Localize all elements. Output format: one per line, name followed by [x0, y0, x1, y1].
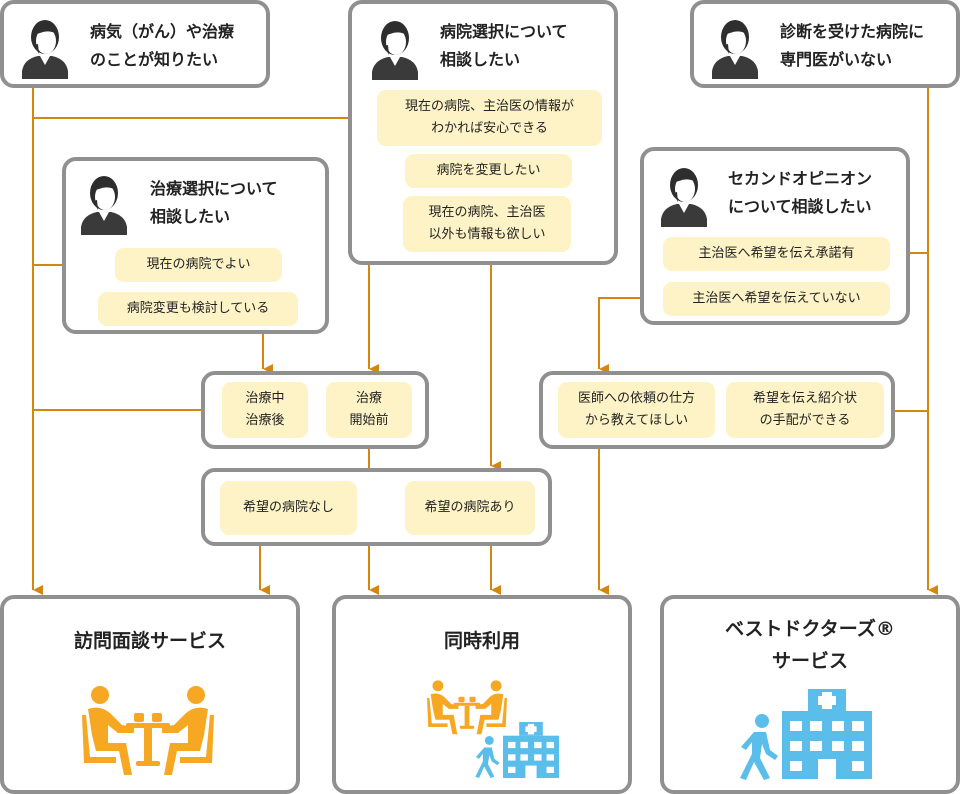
person-icon — [22, 20, 68, 79]
person-icon — [661, 168, 707, 227]
walking-person-icon — [475, 736, 500, 778]
option-know-info: 現在の病院、主治医の情報が わかれば安心できる — [377, 90, 602, 146]
option-current-ok: 現在の病院でよい — [115, 248, 282, 282]
option-referral-ready: 希望を伝え紹介状 の手配ができる — [726, 382, 884, 438]
question-treatment-text: 治療選択について 相談したい — [150, 179, 278, 226]
hospital-icon — [782, 689, 872, 779]
option-not-told: 主治医へ希望を伝えていない — [663, 282, 890, 316]
option-change-hospital: 病院を変更したい — [405, 154, 572, 188]
result-combined-box: 同時利用 — [332, 595, 632, 794]
question-no-specialist-text: 診断を受けた病院に 専門医がいない — [780, 22, 925, 69]
question-second-opinion-text: セカンドオピニオン について相談したい — [728, 169, 873, 216]
person-icon — [81, 176, 127, 235]
meeting-icon — [427, 680, 507, 735]
walking-person-icon — [740, 714, 778, 780]
question-hospital-text: 病院選択について 相談したい — [440, 22, 568, 69]
option-during-after: 治療中 治療後 — [222, 382, 308, 438]
option-no-hospital: 希望の病院なし — [220, 481, 357, 535]
option-consent-yes: 主治医へ希望を伝え承諾有 — [663, 237, 890, 271]
option-other-info: 現在の病院、主治医 以外も情報も欲しい — [403, 196, 571, 252]
result-best-doctors-title: ベストドクターズ® サービス — [725, 618, 895, 672]
person-icon — [372, 21, 418, 80]
option-before-start: 治療 開始前 — [326, 382, 412, 438]
meeting-icon — [82, 686, 214, 775]
option-has-hospital: 希望の病院あり — [405, 481, 535, 535]
result-interview-title: 訪問面談サービス — [73, 630, 226, 652]
person-icon — [712, 20, 758, 79]
result-best-doctors-box: ベストドクターズ® サービス — [660, 595, 960, 794]
question-cancer-text: 病気（がん）や治療 のことが知りたい — [90, 22, 235, 69]
result-combined-title: 同時利用 — [443, 630, 520, 652]
result-interview-box: 訪問面談サービス — [0, 595, 300, 794]
question-no-specialist-box: 診断を受けた病院に 専門医がいない — [690, 0, 960, 88]
option-considering-change: 病院変更も検討している — [98, 292, 298, 326]
question-cancer-box: 病気（がん）や治療 のことが知りたい — [0, 0, 270, 88]
option-teach-how: 医師への依頼の仕方 から教えてほしい — [558, 382, 715, 438]
hospital-icon — [503, 722, 559, 778]
